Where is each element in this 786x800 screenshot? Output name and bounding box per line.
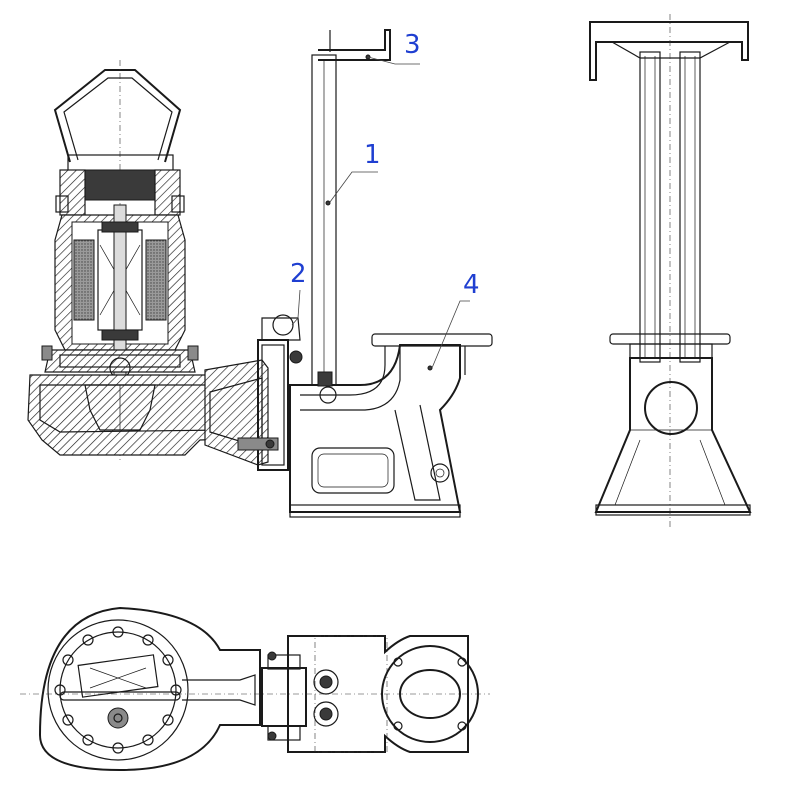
discharge-flange xyxy=(371,333,493,347)
lifting-eye xyxy=(272,314,294,336)
top-view xyxy=(20,606,490,772)
callout-label-1: 1 xyxy=(364,140,381,170)
stator-winding-right xyxy=(145,239,167,321)
motor-top-bearing xyxy=(84,169,156,201)
rail-base-bolt xyxy=(317,371,333,387)
top-guide-claw xyxy=(261,667,307,727)
front-view xyxy=(589,14,752,528)
front-guide-rail-left xyxy=(639,51,661,363)
pedestal-window xyxy=(311,447,395,494)
front-discharge-opening xyxy=(644,381,698,435)
side-section-view xyxy=(27,29,493,518)
callout-leaders xyxy=(291,56,470,369)
stator-winding-left xyxy=(73,239,95,321)
front-upper-bracket xyxy=(589,21,749,81)
front-guide-rail-right xyxy=(679,51,701,363)
impeller xyxy=(84,384,156,431)
top-motor-flange xyxy=(59,631,177,749)
callout-label-3: 3 xyxy=(404,30,421,60)
callout-label-4: 4 xyxy=(463,270,480,300)
discharge-pedestal xyxy=(289,344,462,513)
callout-label-2: 2 xyxy=(290,259,307,289)
top-cable-entry xyxy=(107,707,129,729)
top-volute-outline xyxy=(38,606,261,772)
flange-bolts xyxy=(54,626,182,754)
